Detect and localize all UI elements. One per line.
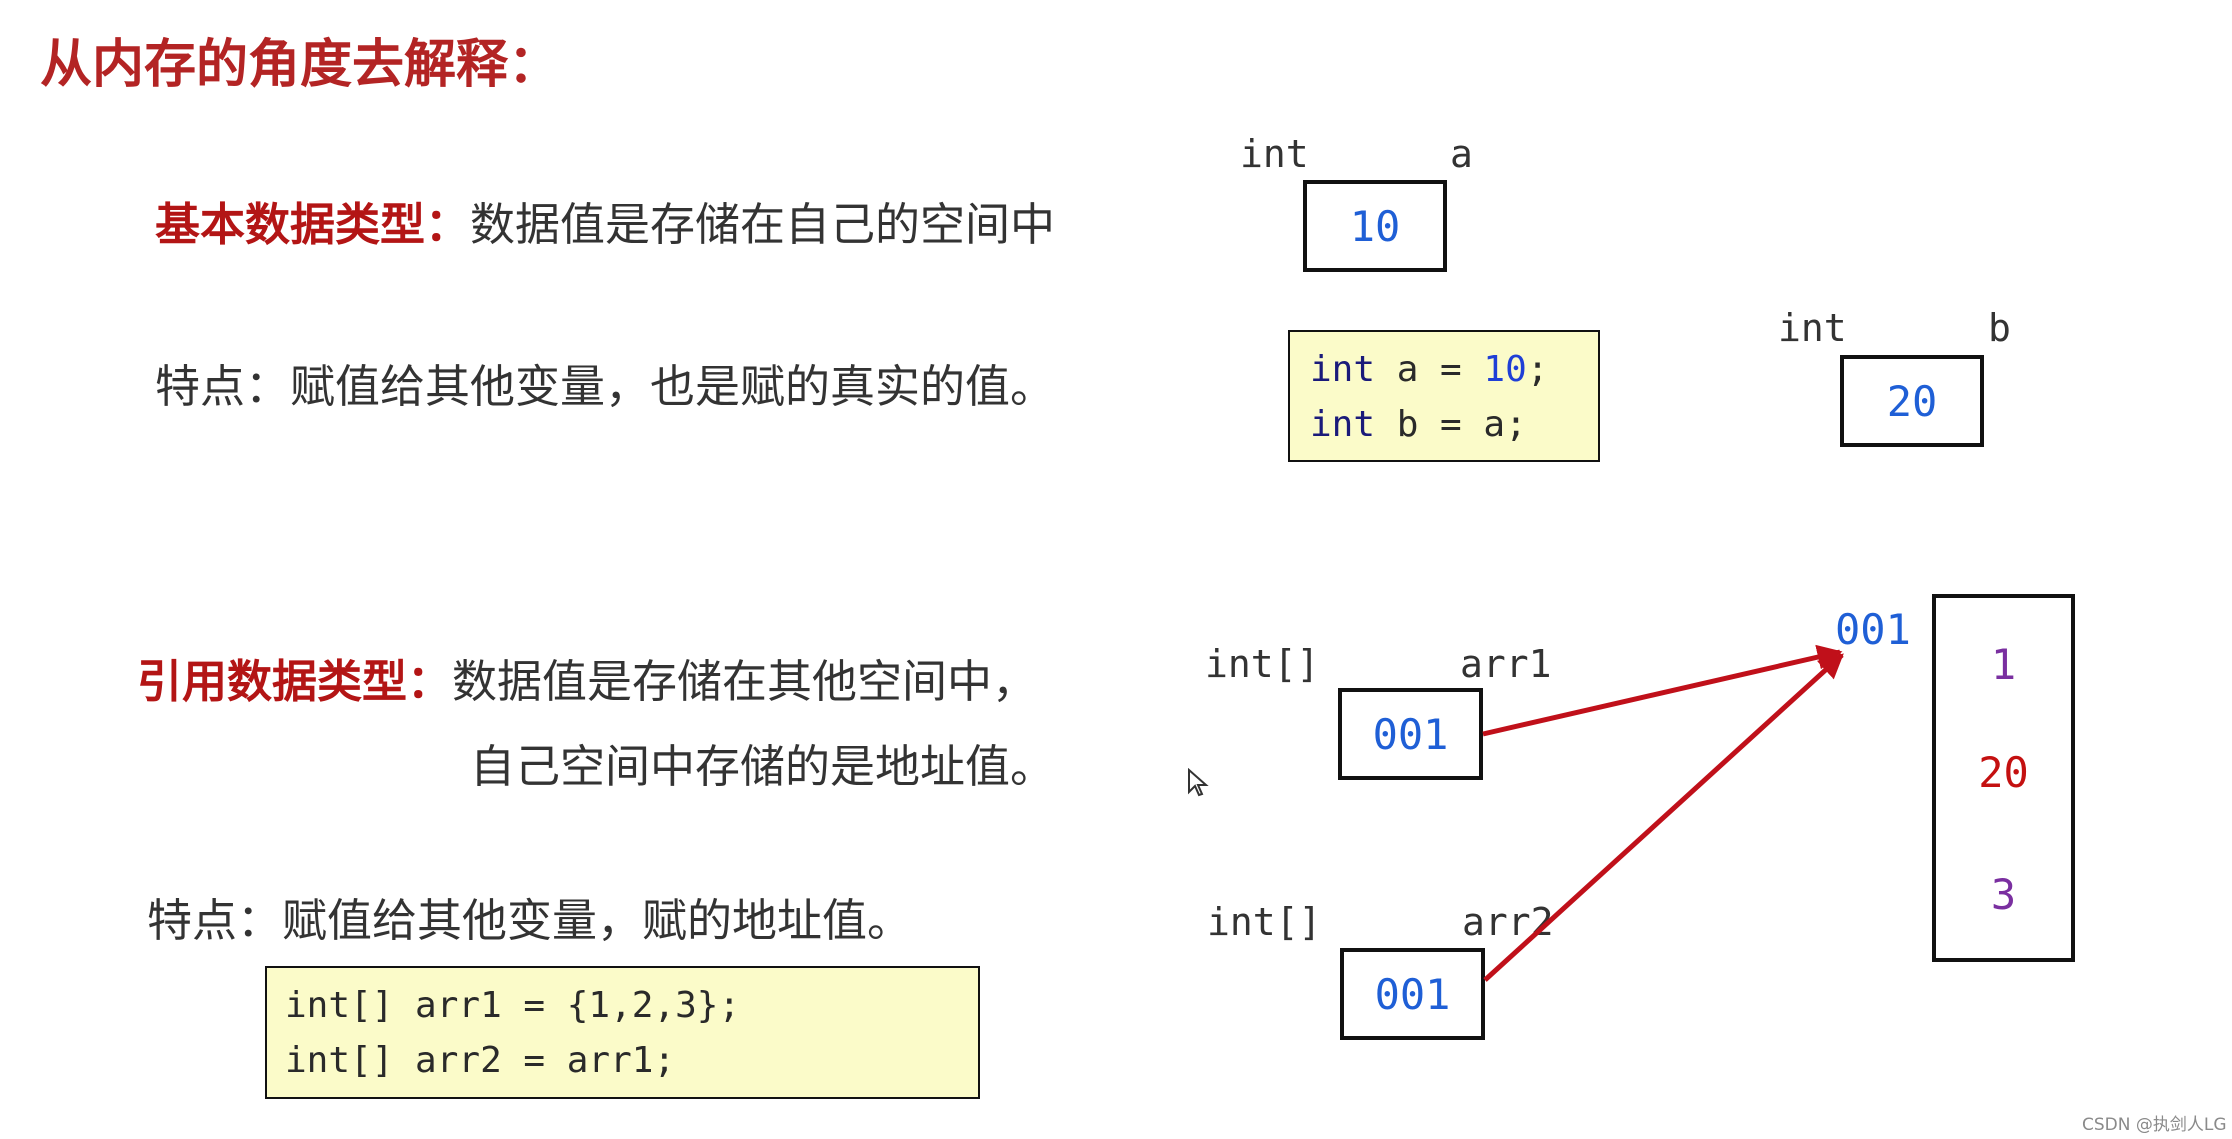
array-heap-box: 1 20 3 <box>1932 594 2075 962</box>
reference-heading: 引用数据类型： <box>137 655 453 708</box>
reference-description-line: 引用数据类型：数据值是存储在其他空间中， <box>137 645 1037 710</box>
arr2-name: arr2 <box>1462 900 1554 944</box>
primitive-code-block: int a = 10; int b = a; <box>1288 330 1600 462</box>
reference-code-block: int[] arr1 = {1,2,3}; int[] arr2 = arr1; <box>265 966 980 1099</box>
array-element-0: 1 <box>1990 640 2017 689</box>
code-line-2: int b = a; <box>1310 404 1527 445</box>
arrow-arr1-to-array <box>1482 644 1843 737</box>
reference-description-1: 数据值是存储在其他空间中， <box>452 655 1038 708</box>
code-line-1: int[] arr1 = {1,2,3}; <box>285 985 741 1026</box>
reference-feature: 特点：赋值给其他变量，赋的地址值。 <box>147 894 913 947</box>
var-b-name: b <box>1988 306 2011 350</box>
reference-description-2: 自己空间中存储的是地址值。 <box>470 740 1056 793</box>
mouse-cursor-icon <box>1188 768 1209 797</box>
array-address-label: 001 <box>1835 605 1911 654</box>
page-title: 从内存的角度去解释： <box>40 35 561 95</box>
primitive-feature: 特点：赋值给其他变量，也是赋的真实的值。 <box>155 360 1056 413</box>
watermark: CSDN @执剑人LG <box>2082 1115 2227 1135</box>
var-a-box: 10 <box>1303 180 1447 272</box>
primitive-heading: 基本数据类型： <box>155 198 471 251</box>
primitive-description-line: 基本数据类型：数据值是存储在自己的空间中 <box>155 188 1055 253</box>
arrow-arr2-to-array <box>1483 653 1844 982</box>
var-a-name: a <box>1450 132 1473 176</box>
array-element-1: 20 <box>1978 748 2029 797</box>
arr1-box: 001 <box>1338 688 1483 780</box>
var-b-type: int <box>1778 306 1847 350</box>
primitive-description: 数据值是存储在自己的空间中 <box>470 198 1056 251</box>
arr2-box: 001 <box>1340 948 1485 1040</box>
arr1-name: arr1 <box>1460 642 1552 686</box>
arr2-type: int[] <box>1207 900 1322 944</box>
code-line-1: int a = 10; <box>1310 349 1549 390</box>
arr1-type: int[] <box>1205 642 1320 686</box>
var-b-box: 20 <box>1840 355 1984 447</box>
var-a-type: int <box>1240 132 1309 176</box>
array-element-2: 3 <box>1990 870 2017 919</box>
code-line-2: int[] arr2 = arr1; <box>285 1040 676 1081</box>
